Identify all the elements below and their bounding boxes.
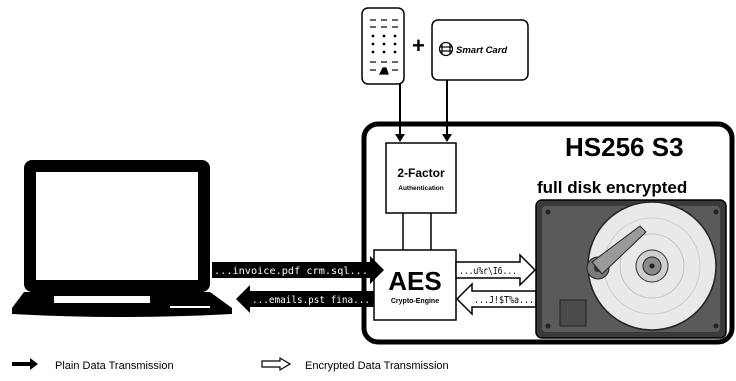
device-subtitle: full disk encrypted <box>537 178 687 197</box>
encrypted-stream-out: ...J!$T%a... <box>455 282 537 316</box>
smart-card: Smart Card <box>431 19 529 81</box>
plain-stream-in: ...invoice.pdf crm.sql... <box>212 256 384 284</box>
legend-plain-label: Plain Data Transmission <box>55 360 174 372</box>
two-factor-box: 2-Factor Authentication <box>385 142 457 214</box>
aes-sublabel: Crypto-Engine <box>391 298 439 305</box>
aes-label: AES <box>388 266 441 296</box>
aes-box: AES Crypto-Engine <box>373 249 457 321</box>
laptop <box>12 160 232 317</box>
plain-stream-out: ...emails.pst fina... <box>236 285 374 313</box>
encrypted-stream-in: ...u%r\I6... <box>455 253 537 287</box>
token-device <box>361 7 405 85</box>
legend-encrypted: Encrypted Data Transmission <box>261 356 449 372</box>
auth-connectors <box>395 80 452 142</box>
auth-to-aes-link <box>402 213 432 250</box>
plain-stream-in-text: ...invoice.pdf crm.sql... <box>214 266 368 277</box>
encrypted-stream-in-text: ...u%r\I6... <box>459 266 517 277</box>
legend-encrypted-label: Encrypted Data Transmission <box>305 360 449 372</box>
smart-card-label: Smart Card <box>456 45 507 56</box>
chip-icon <box>438 41 454 57</box>
plus-sign: + <box>412 33 425 58</box>
encrypted-stream-out-text: ...J!$T%a... <box>474 295 534 306</box>
device-title: HS256 S3 <box>565 132 684 162</box>
legend-plain: Plain Data Transmission <box>12 358 174 372</box>
hard-disk-drive <box>535 199 727 339</box>
token-keypad <box>370 19 398 75</box>
plain-stream-out-text: ...emails.pst fina... <box>252 295 370 306</box>
legend: Plain Data Transmission Encrypted Data T… <box>12 356 449 372</box>
two-factor-label: 2-Factor <box>397 166 445 180</box>
two-factor-sublabel: Authentication <box>398 185 444 192</box>
